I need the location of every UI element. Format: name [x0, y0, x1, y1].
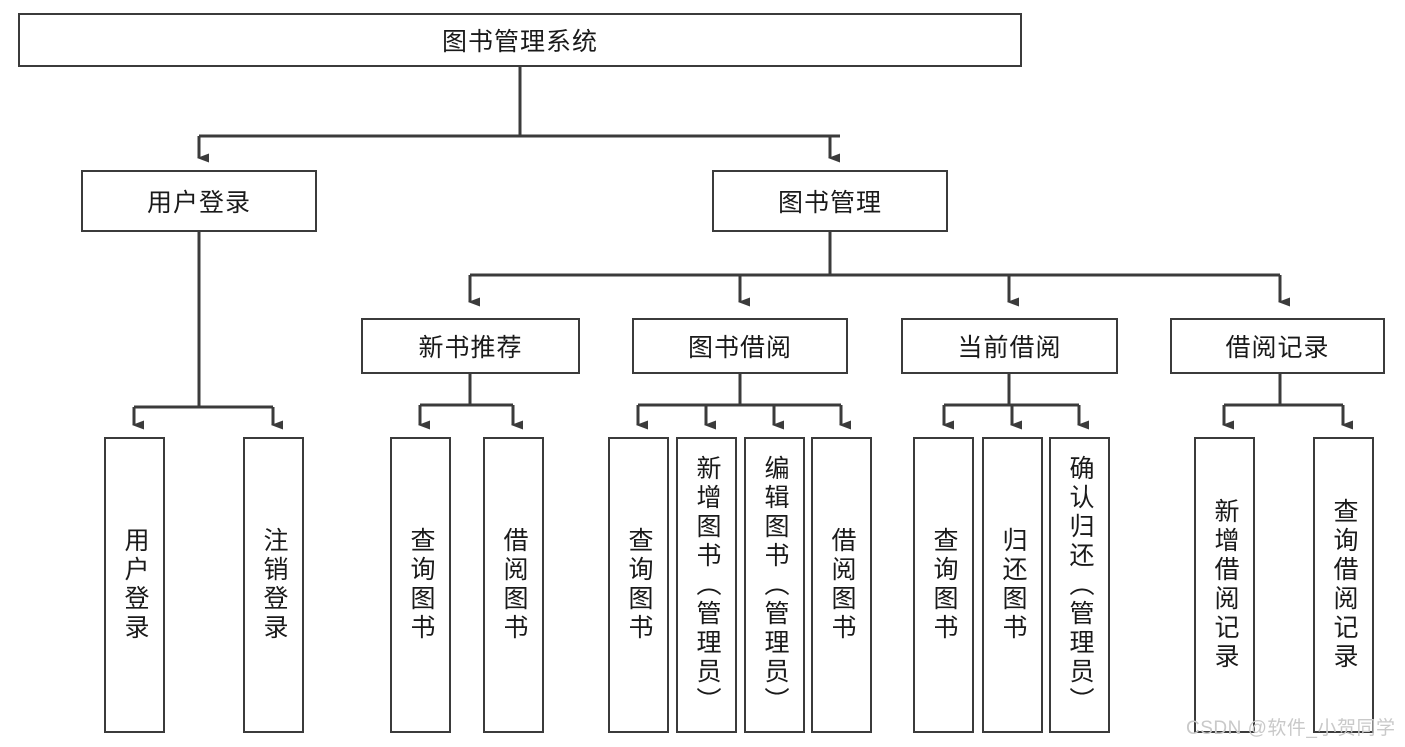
- node-user-login-label: 用户登录: [146, 189, 251, 217]
- leaf-borrow-edit-book[interactable]: 编辑图书（管理员）: [744, 437, 805, 733]
- node-current-borrow[interactable]: 当前借阅: [901, 318, 1118, 374]
- leaf-borrow-borrow-book[interactable]: 借阅图书: [811, 437, 872, 733]
- node-root-system[interactable]: 图书管理系统: [18, 13, 1022, 67]
- leaf-current-return-book[interactable]: 归还图书: [982, 437, 1043, 733]
- node-root-system-label: 图书管理系统: [441, 28, 598, 56]
- leaf-recommend-query-book[interactable]: 查询图书: [390, 437, 451, 733]
- node-user-login[interactable]: 用户登录: [81, 170, 317, 232]
- leaf-current-return-book-label: 归还图书: [999, 527, 1027, 643]
- leaf-current-confirm-return[interactable]: 确认归还（管理员）: [1049, 437, 1110, 733]
- leaf-borrow-add-book[interactable]: 新增图书（管理员）: [676, 437, 737, 733]
- leaf-borrow-query-book-label: 查询图书: [625, 527, 653, 643]
- leaf-recommend-borrow-book[interactable]: 借阅图书: [483, 437, 544, 733]
- leaf-user-login-logout[interactable]: 注销登录: [243, 437, 304, 733]
- leaf-user-login-login-label: 用户登录: [121, 527, 149, 643]
- leaf-borrow-add-book-label: 新增图书（管理员）: [693, 454, 721, 716]
- leaf-borrow-borrow-book-label: 借阅图书: [828, 527, 856, 643]
- leaf-borrow-edit-book-label: 编辑图书（管理员）: [761, 454, 789, 716]
- node-new-book-recommend-label: 新书推荐: [418, 334, 523, 362]
- node-book-borrow[interactable]: 图书借阅: [632, 318, 848, 374]
- leaf-user-login-login[interactable]: 用户登录: [104, 437, 165, 733]
- leaf-current-confirm-return-label: 确认归还（管理员）: [1066, 454, 1094, 716]
- leaf-current-query-book-label: 查询图书: [930, 527, 958, 643]
- leaf-record-add-record-label: 新增借阅记录: [1211, 498, 1239, 672]
- node-current-borrow-label: 当前借阅: [957, 334, 1062, 362]
- node-new-book-recommend[interactable]: 新书推荐: [361, 318, 580, 374]
- node-book-management-label: 图书管理: [777, 189, 882, 217]
- leaf-recommend-query-book-label: 查询图书: [407, 527, 435, 643]
- node-book-management[interactable]: 图书管理: [712, 170, 948, 232]
- leaf-user-login-logout-label: 注销登录: [260, 527, 288, 643]
- leaf-recommend-borrow-book-label: 借阅图书: [500, 527, 528, 643]
- leaf-record-query-record-label: 查询借阅记录: [1330, 498, 1358, 672]
- node-borrow-record-label: 借阅记录: [1225, 334, 1330, 362]
- leaf-record-add-record[interactable]: 新增借阅记录: [1194, 437, 1255, 733]
- node-book-borrow-label: 图书借阅: [687, 334, 792, 362]
- leaf-borrow-query-book[interactable]: 查询图书: [608, 437, 669, 733]
- leaf-current-query-book[interactable]: 查询图书: [913, 437, 974, 733]
- csdn-watermark: CSDN @软件_小贺同学: [1186, 718, 1396, 739]
- leaf-record-query-record[interactable]: 查询借阅记录: [1313, 437, 1374, 733]
- node-borrow-record[interactable]: 借阅记录: [1170, 318, 1385, 374]
